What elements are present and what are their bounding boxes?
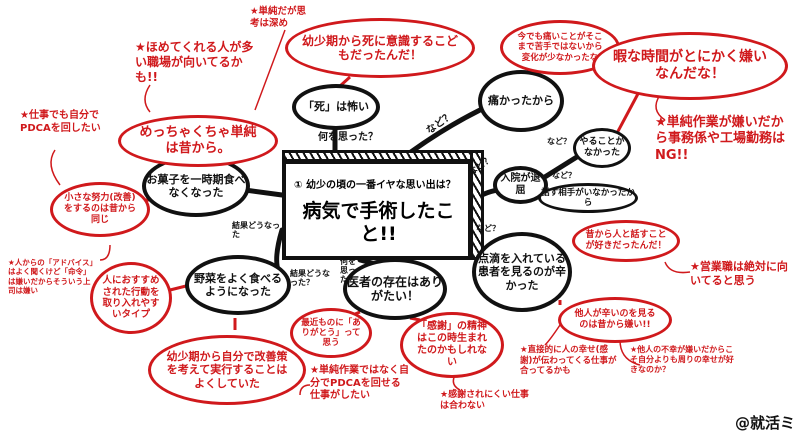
insight-deep-thinking: ★単純だが思考は深め — [250, 6, 307, 29]
node-ate-vegetables: 野菜をよく食べるようになった — [185, 255, 291, 315]
node-gratitude-spirit: 「感謝」の精神はこの時生まれたのかもしれない — [400, 312, 504, 378]
node-pain-now: 今でも痛いことがそこまで苦手ではないから変化が少なかったな — [500, 20, 620, 75]
node-small-effort: 小さな努力(改善)をするのは昔から同じ — [50, 182, 150, 237]
central-topic-box: ① 幼少の頃の一番イヤな思い出は？ 病気で手術したこと!! — [282, 150, 484, 260]
insight-unthanked: ★感謝されにくい仕事は合わない — [440, 390, 529, 412]
author-signature: @就活ミ — [735, 414, 796, 432]
insight-sales: ★営業職は絶対に向いてると思う — [690, 260, 788, 287]
insight-praise-workplace: ★ほめてくれる人が多い職場が向いてるかも!! — [135, 40, 254, 84]
insight-pdca-job: ★単純作業ではなく自分でPDCAを回せる仕事がしたい — [310, 365, 409, 401]
node-simple-since-childhood: めっちゃくちゃ単純は昔から。 — [118, 115, 278, 167]
node-hates-others-pain: 他人が辛いのを見るのは昔から嫌い!! — [558, 297, 672, 343]
central-question: ① 幼少の頃の一番イヤな思い出は？ — [294, 180, 456, 191]
node-iv-patients-painful: 点滴を入れている患者を見るのが辛かった — [472, 232, 572, 312]
insight-no-factory: ★単純作業が嫌いだから事務係や工場勤務はNG!! — [655, 115, 786, 163]
insight-direct-happiness: ★直接的に人の幸せ(感謝)が伝わってくる仕事が合ってるかも — [520, 345, 617, 377]
node-thanks-to-things: 最近ものに「ありがとう」って思う — [290, 308, 372, 358]
insight-pdca: ★仕事でも自分でPDCAを回したい — [20, 110, 101, 134]
label-why: など？ — [476, 224, 500, 233]
label-result: 結果どうなった？ — [290, 269, 330, 287]
label-why: など？ — [552, 171, 576, 180]
node-likes-talking: 昔から人と話すことが好きだったんだ！ — [572, 220, 680, 262]
node-nothing-to-do: やることがなかった — [573, 128, 631, 168]
label-what-thought: 何を思った — [340, 257, 356, 284]
node-takes-advice: 人におすすめされた行動を取り入れやすいタイプ — [90, 262, 172, 334]
node-fear-of-death: 「死」は怖い — [292, 84, 380, 130]
label-result: 結果どうなった — [232, 221, 280, 239]
central-answer: 病気で手術したこと!! — [302, 200, 455, 245]
insight-others-happiness: ★他人の不幸が嫌いだからこそ自分よりも周りの幸せが好きなのか？ — [630, 345, 734, 374]
node-no-one-to-talk: 話す相手がいなかったから — [538, 183, 638, 213]
node-self-improvement: 幼少期から自分で改善策を考えて実行することはよくしていた — [148, 335, 306, 405]
label-what-thought: 何を思った？ — [318, 132, 378, 143]
box-top-hatch — [282, 150, 478, 162]
label-why: など？ — [547, 137, 571, 146]
node-hate-free-time: 暇な時間がとにかく嫌いなんだな！ — [592, 32, 788, 100]
node-death-aware: 幼少期から死に意識するこどもだったんだ！ — [285, 18, 475, 78]
node-painful: 痛かったから — [478, 70, 564, 132]
node-doctors-grateful: 医者の存在はありがたい！ — [343, 258, 447, 320]
insight-advice-boss: ★人からの「アドバイス」はよく聞くけど「命令」は嫌いだからそういう上司は嫌い — [8, 258, 94, 296]
